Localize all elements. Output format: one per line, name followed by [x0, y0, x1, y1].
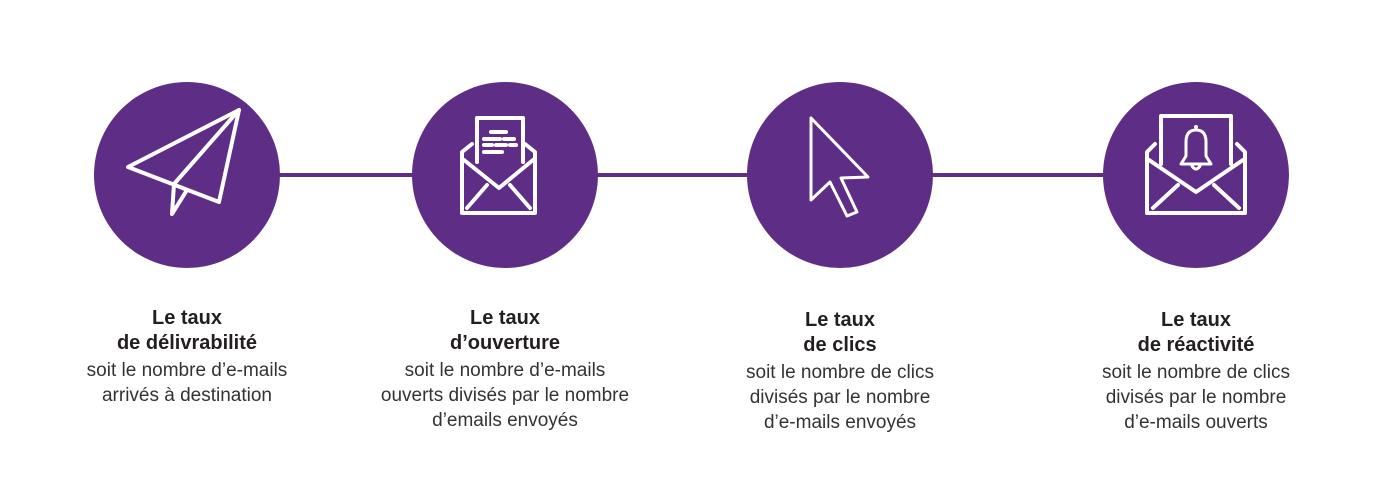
- open-envelope-letter-icon: [460, 116, 537, 215]
- step-circle: [747, 82, 933, 268]
- step-circle: [94, 82, 280, 268]
- step-circle: [412, 82, 598, 268]
- paper-plane-icon: [126, 108, 241, 216]
- step-circle: [1103, 82, 1289, 268]
- envelope-bell-icon: [1145, 114, 1247, 215]
- mouse-pointer-icon: [809, 116, 870, 218]
- timeline-connector-line: [187, 173, 1196, 177]
